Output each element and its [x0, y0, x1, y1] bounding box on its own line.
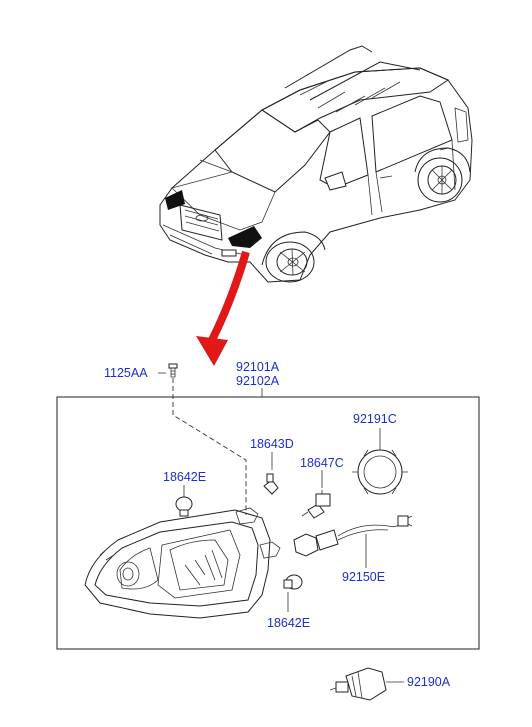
callout-92191C: 92191C [353, 412, 397, 426]
callout-18642E-upper: 18642E [163, 470, 206, 484]
headlamp-housing [84, 507, 281, 619]
callout-1125AA: 1125AA [104, 366, 148, 380]
callout-18642E-lower: 18642E [267, 616, 310, 630]
bulb-18642E-upper [175, 496, 193, 517]
bulb-18647C [301, 490, 331, 519]
bulb-18643D [263, 473, 279, 495]
callout-92190A: 92190A [407, 675, 451, 689]
bulb-18642E-lower [283, 574, 303, 590]
vehicle-illustration [159, 45, 473, 283]
assembly-frame [56, 396, 480, 650]
callout-92150E: 92150E [342, 570, 385, 584]
callout-92101A: 92101A [236, 360, 280, 374]
harness-92150E [293, 515, 413, 557]
callout-92102A: 92102A [236, 374, 280, 388]
callout-18643D: 18643D [250, 437, 294, 451]
callout-18647C: 18647C [300, 456, 344, 470]
bolt-1125AA [168, 363, 178, 378]
location-arrow [196, 250, 250, 366]
socket-bulb-92190A [329, 667, 387, 701]
gasket-92191C [352, 449, 408, 495]
